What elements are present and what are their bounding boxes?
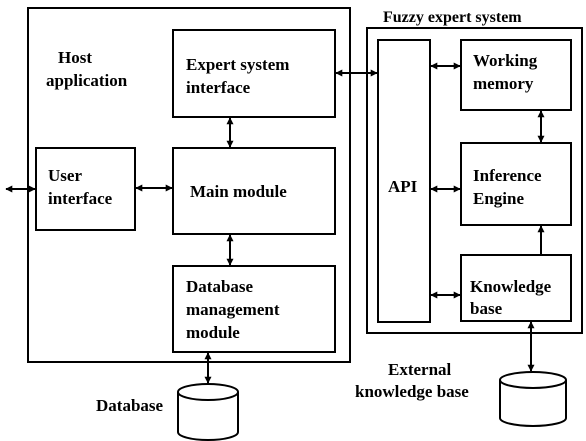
main-module-box: Main module — [172, 147, 336, 235]
knowledge-base-label-line1: Knowledge — [470, 277, 552, 296]
expert-system-interface-label-line1: Expert system — [186, 55, 289, 74]
host-application-frame — [27, 7, 351, 363]
knowledge-base-box: Knowledge base — [460, 254, 572, 322]
inference-engine-box: Inference Engine — [460, 142, 572, 226]
inference-engine-label-line1: Inference — [473, 166, 542, 185]
api-label: API — [388, 177, 418, 196]
host-application-title-line2: application — [46, 71, 128, 90]
user-interface-label-line2: interface — [48, 189, 113, 208]
working-memory-label-line1: Working — [473, 51, 538, 70]
main-module-label: Main module — [190, 182, 287, 201]
fuzzy-expert-system-title: Fuzzy expert system — [383, 9, 522, 26]
inference-engine-label-line2: Engine — [473, 189, 524, 208]
database-management-module-box: Database management module — [172, 265, 336, 353]
host-application-title-line1: Host — [58, 48, 92, 67]
expert-system-interface-label-line2: interface — [186, 78, 251, 97]
external-knowledge-base-label-line1: External — [388, 360, 452, 379]
database-management-module-label-line1: Database — [186, 277, 254, 296]
user-interface-label-line1: User — [48, 166, 82, 185]
external-knowledge-base-label-line2: knowledge base — [355, 382, 469, 401]
user-interface-box: User interface — [35, 147, 136, 231]
database-management-module-label-line2: management — [186, 300, 280, 319]
working-memory-label-line2: memory — [473, 74, 534, 93]
working-memory-box: Working memory — [460, 39, 572, 111]
database-cylinder — [177, 383, 239, 441]
database-label: Database — [96, 396, 164, 415]
knowledge-base-label-line2: base — [470, 299, 503, 318]
database-management-module-label-line3: module — [186, 323, 240, 342]
external-knowledge-base-cylinder — [499, 371, 567, 427]
expert-system-interface-box: Expert system interface — [172, 29, 336, 118]
api-box: API — [377, 39, 431, 323]
fuzzy-expert-system-frame — [366, 27, 583, 334]
